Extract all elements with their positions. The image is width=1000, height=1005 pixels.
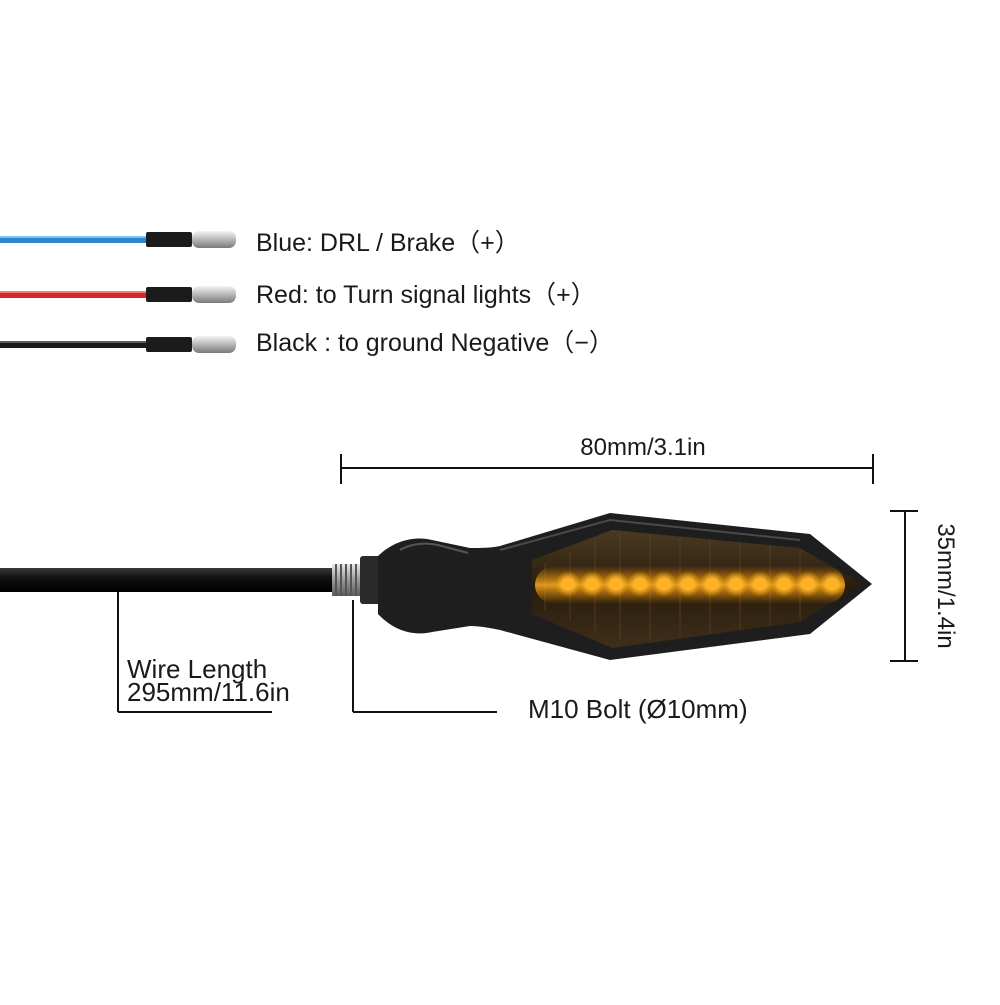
led-dot [611, 579, 621, 589]
wire-blue-cable [0, 236, 150, 243]
wire-black-cable [0, 341, 150, 348]
wire-blue-label: Blue: DRL / Brake（+） [256, 229, 520, 257]
wire-red-highlight [0, 291, 150, 293]
wire-blue-highlight [0, 236, 150, 238]
height-dimension [890, 510, 918, 662]
led-dot [827, 579, 837, 589]
bullet-connector [192, 286, 236, 303]
connector-sleeve [146, 232, 192, 247]
led-dot [803, 579, 813, 589]
wire-length-value: 295mm/11.6in [127, 677, 290, 707]
led-dot [779, 579, 789, 589]
main-cable [0, 568, 336, 592]
bullet-connector [192, 336, 236, 353]
wire-black [0, 336, 236, 353]
wire-red-cable [0, 291, 150, 298]
housing-highlight [399, 542, 469, 554]
led-dot [683, 579, 693, 589]
bolt-thread [332, 564, 362, 596]
bolt-callout [352, 600, 497, 713]
led-dot [587, 579, 597, 589]
led-strip [555, 571, 845, 597]
bolt-label: M10 Bolt (Ø10mm) [528, 694, 748, 724]
bullet-connector [192, 231, 236, 248]
wire-length-title: Wire Length [127, 654, 267, 684]
wire-length-callout [117, 592, 272, 713]
led-dot [659, 579, 669, 589]
led-dot [755, 579, 765, 589]
connector-sleeve [146, 287, 192, 302]
housing-edge [499, 518, 801, 551]
bolt-nut [360, 556, 382, 604]
led-dot [635, 579, 645, 589]
wire-red-label: Red: to Turn signal lights（+） [256, 281, 596, 309]
connector-sleeve [146, 337, 192, 352]
led-dot [563, 579, 573, 589]
wire-black-label: Black : to ground Negative（−） [256, 329, 614, 357]
length-dimension [340, 454, 874, 484]
wire-black-highlight [0, 341, 150, 343]
wire-red [0, 286, 236, 303]
wire-blue [0, 231, 236, 248]
led-dot [731, 579, 741, 589]
led-dot [707, 579, 717, 589]
length-label: 80mm/3.1in [580, 434, 705, 461]
height-label: 35mm/1.4in [932, 523, 959, 648]
